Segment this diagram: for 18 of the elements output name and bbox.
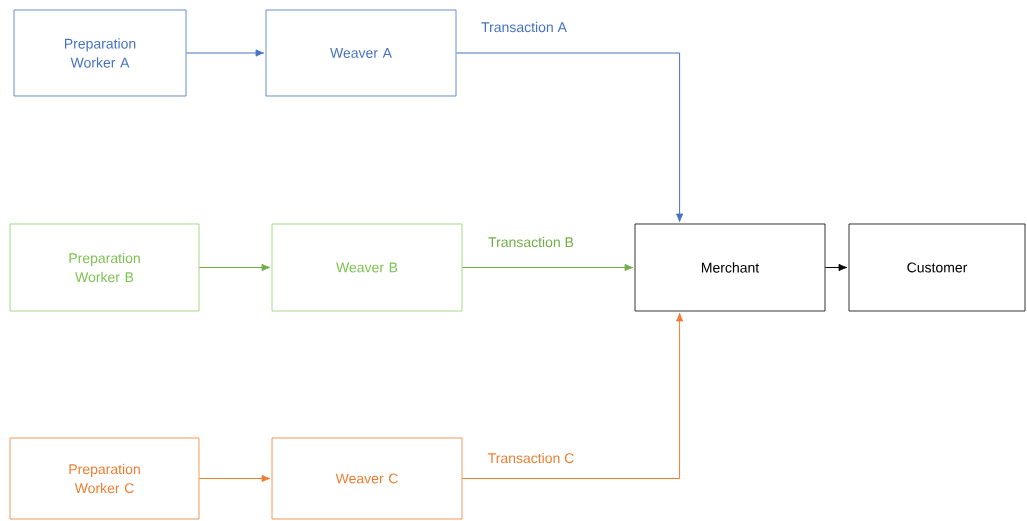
arrow xyxy=(198,263,271,272)
arrow xyxy=(198,474,271,483)
edge-label: Transaction B xyxy=(487,235,575,249)
process-box: Weaver A xyxy=(265,9,457,97)
process-box: Weaver C xyxy=(271,437,463,520)
process-box: Merchant xyxy=(634,223,826,312)
process-box: Preparation Worker C xyxy=(9,437,200,520)
arrow xyxy=(455,52,684,223)
process-box: Preparation Worker B xyxy=(9,223,200,312)
edge-label: Transaction C xyxy=(486,451,576,465)
process-box: Customer xyxy=(848,223,1026,312)
arrow xyxy=(824,263,848,272)
arrow xyxy=(461,263,634,272)
arrow xyxy=(185,49,265,57)
process-box: Preparation Worker A xyxy=(13,9,187,97)
arrow xyxy=(461,312,684,479)
process-box: Weaver B xyxy=(271,223,463,312)
edge-label: Transaction A xyxy=(480,20,568,34)
